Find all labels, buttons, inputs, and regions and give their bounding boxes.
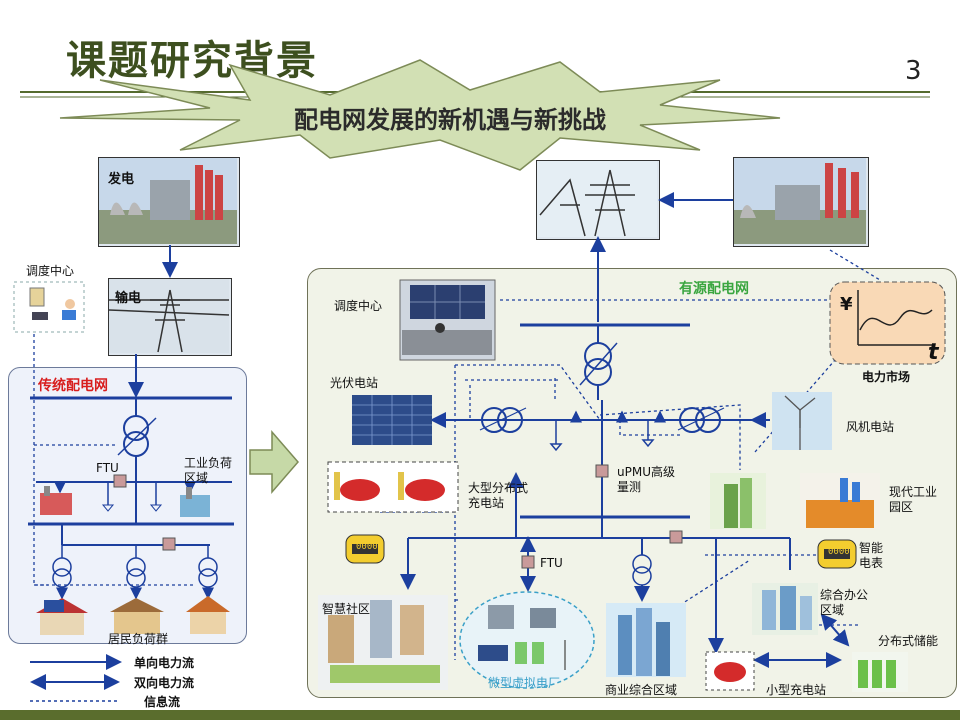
right-ftu-label: FTU	[540, 556, 563, 570]
commercial-area-label: 商业综合区域	[605, 683, 678, 697]
office-area-art	[752, 583, 818, 635]
top-plant-art	[734, 158, 866, 244]
large-charging-label: 大型分布式充电站	[468, 481, 529, 510]
generation-label: 发电	[108, 172, 135, 187]
left-ftu-label: FTU	[96, 461, 119, 475]
virtual-plant-art	[478, 605, 566, 670]
market-yen: ¥	[840, 294, 853, 315]
small-charging-art	[705, 651, 755, 691]
smart-community-art	[318, 595, 448, 690]
meter-display-right: 0000	[828, 547, 850, 557]
right-dispatch-label: 调度中心	[334, 299, 383, 313]
pv-station-label: 光伏电站	[330, 376, 379, 390]
industrial-load-label: 工业负荷区域	[184, 456, 233, 485]
small-charging-label: 小型充电站	[766, 683, 827, 697]
power-market-label: 电力市场	[862, 370, 911, 384]
green-building-art	[710, 473, 766, 529]
pv-panel-art	[352, 395, 432, 445]
meter-display-left: 0000	[356, 542, 378, 552]
commercial-area-art	[606, 603, 686, 677]
dispatch-center-art	[399, 279, 496, 361]
legend-two-way: 双向电力流	[134, 676, 195, 690]
power-plant-art	[99, 158, 237, 244]
banner-starburst	[59, 59, 781, 171]
traditional-network-label: 传统配电网	[38, 378, 108, 394]
smart-meter-art	[345, 534, 857, 569]
wind-station-label: 风机电站	[846, 420, 895, 434]
factory-art	[800, 473, 880, 529]
page-number: 3	[905, 56, 922, 86]
transmission-art	[108, 279, 230, 353]
residential-load-label: 居民负荷群	[108, 632, 169, 646]
upmu-label: uPMU高级量测	[617, 465, 675, 494]
wind-turbine-art	[772, 392, 832, 450]
top-tower-art	[537, 161, 657, 237]
transmission-label: 输电	[115, 291, 142, 306]
office-area-label: 综合办公区域	[820, 588, 869, 617]
industrial-icons	[40, 486, 210, 517]
legend-one-way: 单向电力流	[134, 656, 195, 670]
distributed-storage-label: 分布式储能	[878, 634, 939, 648]
left-dispatch-label: 调度中心	[26, 264, 75, 278]
legend-info-flow: 信息流	[144, 695, 181, 709]
modern-industry-label: 现代工业园区	[889, 485, 938, 514]
banner-title: 配电网发展的新机遇与新挑战	[294, 106, 606, 134]
active-network-label: 有源配电网	[679, 281, 749, 297]
smart-meter-label: 智能电表	[859, 541, 884, 570]
transition-arrow	[249, 429, 299, 495]
smart-community-label: 智慧社区	[322, 602, 371, 616]
house-icons	[36, 596, 230, 635]
slide-title: 课题研究背景	[66, 38, 318, 84]
market-t: t	[928, 340, 939, 365]
storage-art	[852, 652, 908, 692]
virtual-plant-label: 微型虚拟电厂	[488, 676, 561, 690]
bottom-strip	[0, 710, 960, 720]
